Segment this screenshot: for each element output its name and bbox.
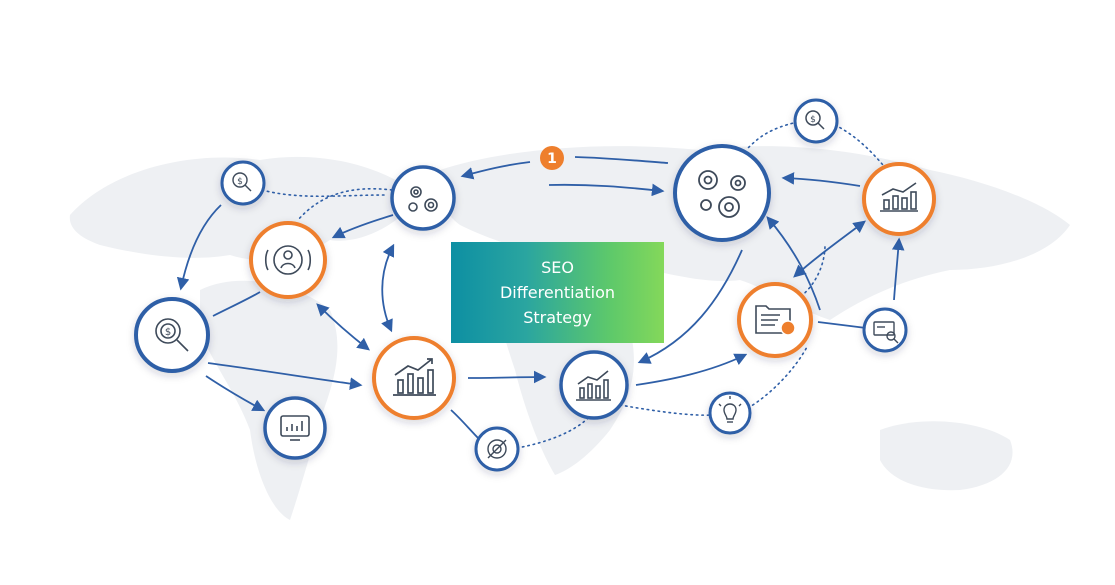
target-search-icon — [487, 439, 507, 459]
node-target-search — [474, 426, 520, 472]
center-title-line1: SEO — [541, 258, 574, 277]
node-audience-target — [249, 221, 327, 299]
node-monitor-chart — [263, 396, 327, 460]
node-dollar-gear-search: $ — [134, 297, 210, 373]
dollar-search-icon: $ — [805, 110, 825, 130]
node-dollar-search: $ — [793, 98, 839, 144]
bar-chart-growth-icon — [880, 182, 918, 212]
arrow-connections — [176, 156, 905, 441]
dollar-gear-search-icon: $ — [155, 318, 189, 352]
node-lightbulb — [708, 391, 752, 435]
svg-text:$: $ — [237, 177, 243, 187]
center-title-line2: Differentiation — [499, 283, 615, 302]
svg-text:$: $ — [810, 115, 816, 125]
node-document-folder — [737, 282, 813, 358]
node-chart-rising-orange — [372, 336, 456, 420]
audience-target-icon — [264, 245, 312, 275]
node-gears-large — [673, 144, 771, 242]
step-badge: 1 — [540, 146, 564, 170]
gears-large-icon — [698, 170, 746, 218]
center-title-line3: Strategy — [523, 308, 592, 327]
center-title-box: SEO Differentiation Strategy — [451, 242, 664, 343]
monitor-chart-icon — [280, 415, 310, 441]
lightbulb-icon — [718, 396, 742, 423]
step-badge-label: 1 — [547, 151, 557, 167]
node-laptop-search — [862, 307, 908, 353]
laptop-search-icon — [873, 321, 899, 344]
svg-text:$: $ — [165, 327, 171, 338]
node-bar-chart-growth — [862, 162, 936, 236]
gears-small-icon — [408, 186, 438, 212]
document-folder-icon — [755, 305, 796, 336]
node-chart-rising-blue — [559, 350, 629, 420]
node-money-search: $ — [220, 160, 266, 206]
node-gears-small — [390, 165, 456, 231]
chart-rising-blue-icon — [576, 370, 611, 401]
chart-rising-orange-icon — [393, 358, 436, 396]
money-search-icon: $ — [232, 172, 252, 192]
